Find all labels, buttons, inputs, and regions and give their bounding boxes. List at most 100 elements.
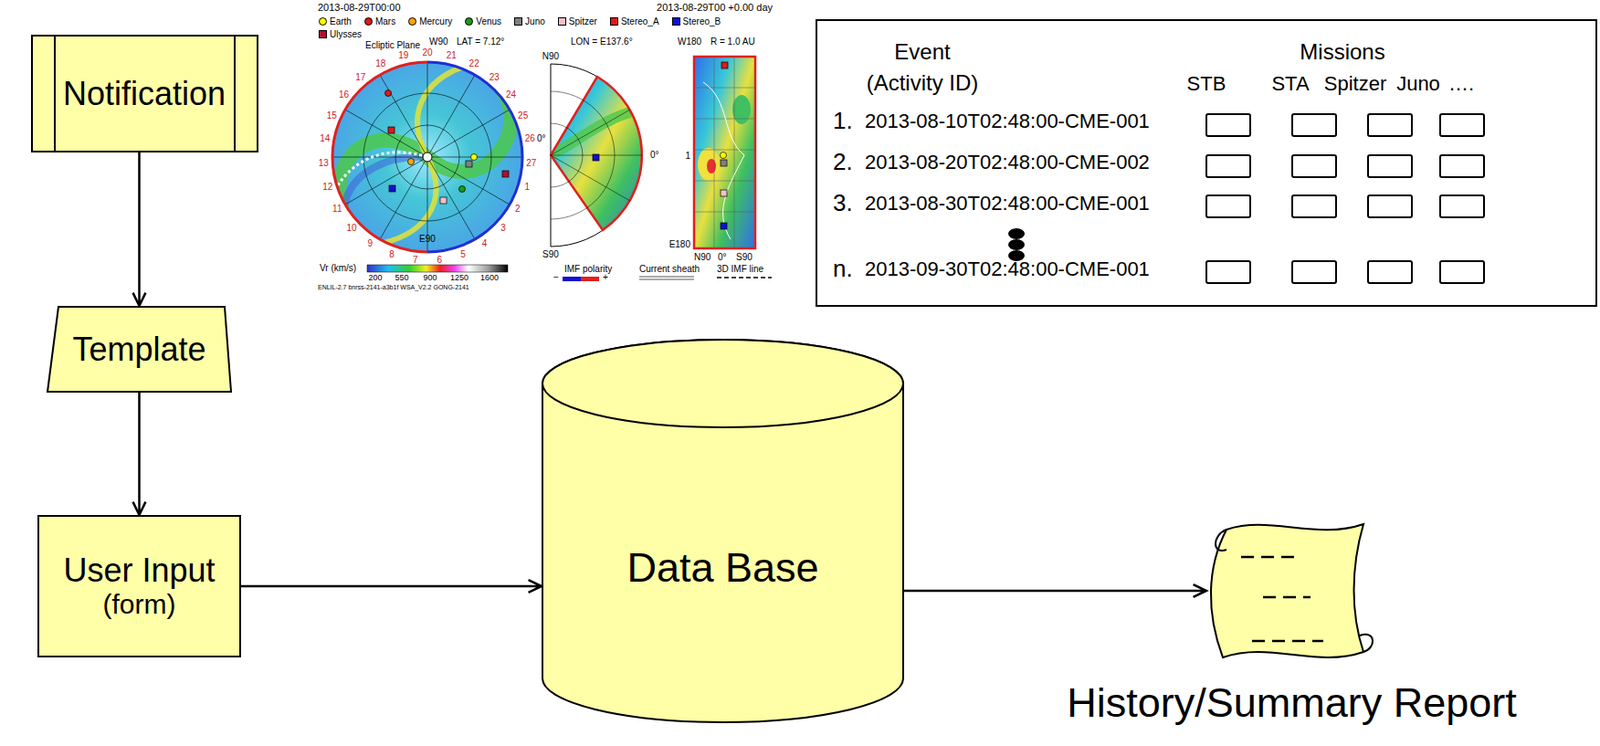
day-number: 4 bbox=[482, 238, 488, 249]
plot-label: 1600 bbox=[480, 273, 499, 284]
day-number: 18 bbox=[375, 58, 386, 69]
legend-swatch bbox=[408, 17, 417, 26]
day-number: 17 bbox=[355, 72, 366, 83]
flow-arrow bbox=[904, 584, 1207, 598]
node-outline bbox=[1206, 513, 1378, 669]
legend-item: Juno bbox=[514, 16, 546, 28]
column-header: Spitzer bbox=[1324, 73, 1387, 95]
day-number: 12 bbox=[322, 181, 333, 192]
plot-label: 1 bbox=[684, 150, 691, 161]
column-header: (Activity ID) bbox=[866, 71, 979, 95]
database-cylinder: Data Base bbox=[541, 339, 905, 723]
legend-item: Earth bbox=[318, 16, 352, 28]
table-cell: 2013-08-20T02:48:00-CME-002 bbox=[864, 151, 1150, 174]
plot-label: S90 bbox=[736, 252, 753, 263]
column-header: Event bbox=[894, 40, 950, 64]
column-header: STB bbox=[1187, 73, 1227, 95]
legend-swatch bbox=[464, 17, 474, 26]
day-number: 13 bbox=[318, 157, 329, 169]
day-number: 10 bbox=[347, 222, 358, 233]
legend-swatch bbox=[672, 17, 681, 26]
legend-text: Mercury bbox=[419, 16, 453, 28]
day-number: 24 bbox=[505, 89, 516, 100]
legend-swatch bbox=[610, 17, 619, 26]
legend-item: Venus bbox=[464, 16, 502, 28]
plot-label: 0° bbox=[536, 133, 547, 144]
day-number: 22 bbox=[469, 58, 480, 69]
day-number: 23 bbox=[489, 72, 500, 83]
predefined-process-box: Notification bbox=[31, 34, 259, 153]
column-header: Missions bbox=[1299, 40, 1385, 64]
plot-label: + bbox=[602, 272, 609, 283]
day-number: 8 bbox=[389, 249, 395, 260]
plot-label: 200 bbox=[368, 273, 382, 284]
legend-item: Stereo_A bbox=[610, 16, 660, 28]
flow-arrow bbox=[241, 579, 542, 593]
day-number: 19 bbox=[398, 50, 409, 61]
plot-label: Current sheath bbox=[639, 263, 700, 274]
day-number: 16 bbox=[338, 89, 349, 100]
legend-swatch bbox=[364, 17, 373, 26]
plot-label: LAT = 7.12° bbox=[456, 36, 505, 47]
plot-label: − bbox=[553, 272, 559, 283]
plot-label: Ecliptic Plane bbox=[365, 40, 421, 51]
legend-swatch bbox=[318, 30, 327, 39]
plot-label: LON = E137.6° bbox=[570, 36, 633, 47]
legend-text: Juno bbox=[525, 16, 546, 28]
plot-label: E90 bbox=[419, 233, 436, 244]
column-header: Juno bbox=[1396, 73, 1441, 95]
legend-item: Mercury bbox=[408, 16, 453, 28]
manual-operation-trapezoid: Template bbox=[46, 305, 232, 393]
day-number: 14 bbox=[319, 133, 330, 144]
node-outline bbox=[541, 339, 905, 723]
plot-legend: Earth Mars Mercury Venus Juno Spitzer Stereo_A… bbox=[318, 16, 758, 40]
table-cell: 2013-08-30T02:48:00-CME-001 bbox=[864, 192, 1150, 215]
plot-label: 900 bbox=[422, 273, 437, 284]
row-number: 1. bbox=[832, 107, 853, 135]
column-header: …. bbox=[1448, 73, 1474, 95]
legend-text: Ulysses bbox=[329, 29, 362, 41]
day-number: 21 bbox=[446, 50, 457, 61]
day-number: 7 bbox=[412, 254, 419, 265]
plot-label: 2013-08-29T00 +0.00 day bbox=[656, 1, 773, 13]
plot-label: N90 bbox=[542, 51, 559, 62]
day-number: 11 bbox=[332, 203, 342, 214]
plot-label: 550 bbox=[394, 273, 409, 284]
day-number: 25 bbox=[517, 110, 528, 121]
legend-item: Ulysses bbox=[318, 29, 362, 41]
legend-text: Stereo_B bbox=[683, 16, 722, 28]
plot-label: E180 bbox=[669, 239, 691, 250]
plot-label: W180 bbox=[677, 36, 702, 47]
day-number: 27 bbox=[526, 157, 537, 169]
plot-label: S90 bbox=[542, 249, 559, 260]
plot-label: Vr (km/s) bbox=[319, 263, 357, 274]
node-text: User Input bbox=[63, 551, 215, 590]
node-text: Template bbox=[72, 330, 206, 369]
day-number: 2 bbox=[515, 203, 521, 214]
plot-label: R = 1.0 AU bbox=[710, 36, 756, 47]
document-scroll: History/Summary Report bbox=[1206, 513, 1378, 669]
node-text: Data Base bbox=[626, 544, 819, 592]
day-number: 3 bbox=[500, 222, 506, 233]
table-cell: 2013-08-10T02:48:00-CME-001 bbox=[864, 110, 1150, 133]
legend-text: Mars bbox=[375, 16, 396, 28]
node-text: (form) bbox=[103, 589, 177, 622]
legend-item: Stereo_B bbox=[672, 16, 722, 28]
day-number: 5 bbox=[460, 249, 466, 260]
row-number: 3. bbox=[832, 189, 853, 217]
legend-text: Spitzer bbox=[568, 16, 598, 28]
plot-label: ENLIL-2.7 bnrss-2141-a3b1f WSA_V2.2 GONG… bbox=[317, 284, 470, 292]
column-header: STA bbox=[1271, 73, 1309, 95]
legend-text: Venus bbox=[475, 16, 502, 28]
process-box: User Input(form) bbox=[37, 515, 242, 658]
plot-label: 0° bbox=[717, 252, 727, 263]
day-number: 6 bbox=[436, 254, 443, 265]
caption-text: History/Summary Report bbox=[1066, 679, 1517, 727]
row-number: 2. bbox=[832, 148, 853, 176]
day-number: 26 bbox=[525, 133, 536, 144]
day-number: 20 bbox=[421, 47, 432, 58]
table-cell: 2013-09-30T02:48:00-CME-001 bbox=[864, 258, 1150, 281]
row-number: n. bbox=[832, 255, 853, 283]
plot-label: 2013-08-29T00:00 bbox=[317, 1, 401, 13]
